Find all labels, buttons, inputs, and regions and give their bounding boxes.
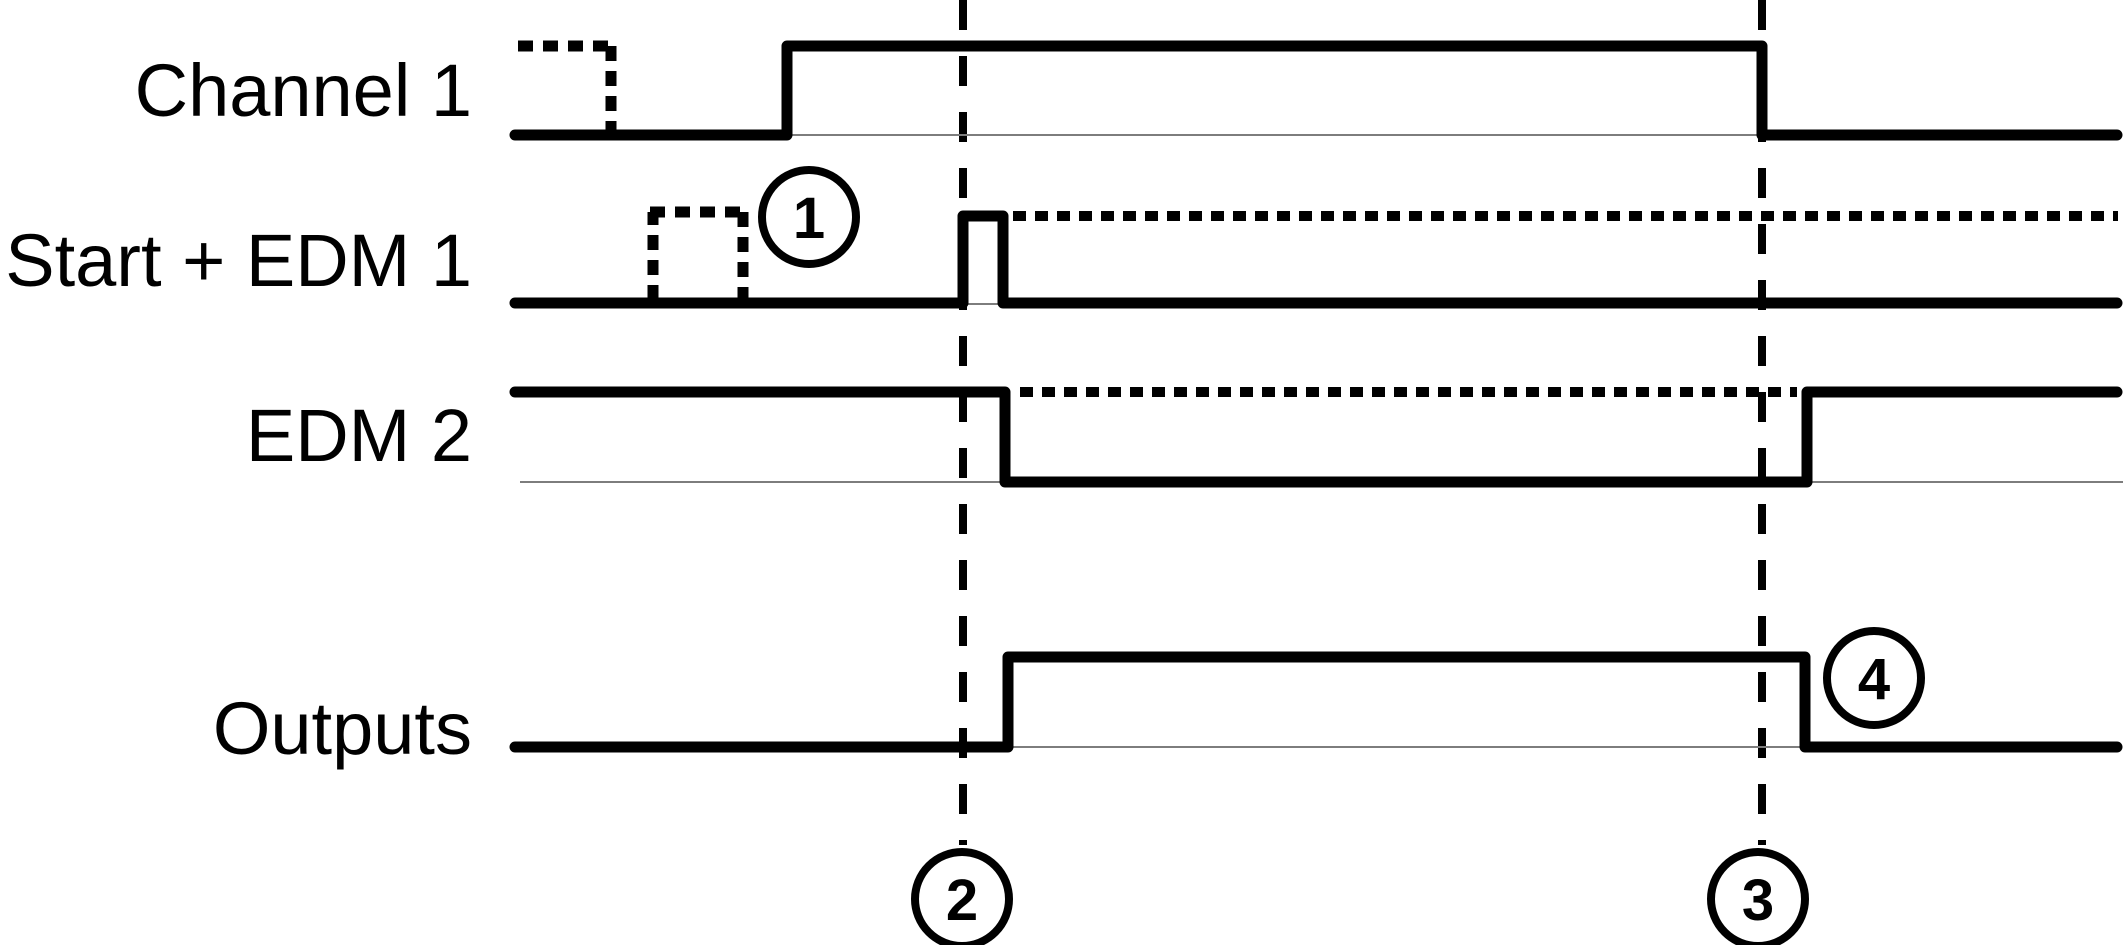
marker1-circle	[758, 166, 860, 268]
row-label-start-edm1: Start + EDM 1	[5, 219, 472, 302]
edm2-signal-waveform	[509, 386, 2123, 488]
row-label-channel1: Channel 1	[135, 49, 472, 132]
start-edm1-signal-waveform	[509, 210, 2123, 309]
marker4-circle	[1823, 627, 1925, 729]
row-label-edm2: EDM 2	[246, 394, 472, 477]
channel1-signal-waveform	[509, 40, 2123, 141]
marker1-number: 1	[793, 186, 825, 251]
outputs-signal-waveform	[509, 651, 2123, 753]
marker4-number: 4	[1858, 647, 1890, 712]
marker2-circle	[911, 848, 1013, 945]
marker3-number: 3	[1742, 868, 1774, 933]
start-edm1-anticipated-pulse-dashed	[647, 206, 749, 300]
channel1-anticipated-pulse-dashed	[518, 40, 617, 130]
row-label-outputs: Outputs	[213, 687, 472, 770]
marker2-number: 2	[946, 868, 978, 933]
marker3-circle	[1707, 848, 1809, 945]
